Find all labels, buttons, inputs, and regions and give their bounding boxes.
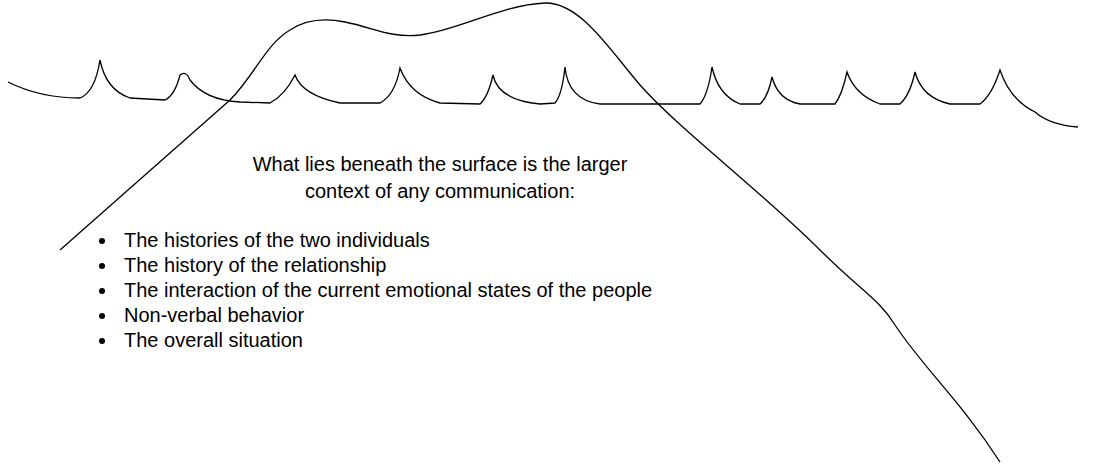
context-bullet: The interaction of the current emotional… xyxy=(118,278,652,303)
context-bullet: Non-verbal behavior xyxy=(118,303,652,328)
context-bullet: The history of the relationship xyxy=(118,253,652,278)
context-bullet: The overall situation xyxy=(118,328,652,353)
heading-holder: What lies beneath the surface is the lar… xyxy=(240,151,640,205)
waterline-waves xyxy=(8,60,1078,127)
context-heading: What lies beneath the surface is the lar… xyxy=(240,151,640,205)
context-bullet: The histories of the two individuals xyxy=(118,228,652,253)
bullet-holder: The histories of the two individualsThe … xyxy=(96,228,652,353)
bullet-list: The histories of the two individualsThe … xyxy=(96,228,652,353)
iceberg-outline-path xyxy=(60,3,1000,462)
